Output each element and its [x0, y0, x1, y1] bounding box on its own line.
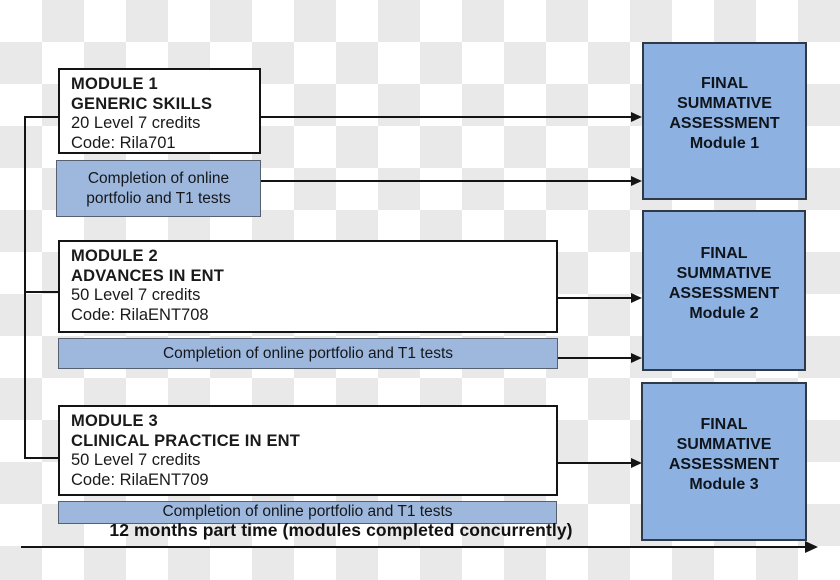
arrow-module-1-to-assessment-1 [261, 111, 642, 122]
assessment-1-line-4: Module 1 [689, 135, 760, 152]
module-1-credits: 20 Level 7 credits [71, 114, 201, 132]
timeline-arrow [21, 541, 818, 553]
assessment-1-line-1: FINAL [700, 75, 749, 92]
module-3-code: Code: RilaENT709 [71, 470, 209, 489]
assessment-2-line-3: ASSESSMENT [668, 284, 780, 302]
module-2-credits: 50 Level 7 credits [71, 286, 201, 304]
module-2-subtitle: ADVANCES IN ENT [71, 266, 225, 285]
arrow-module-2-to-assessment-2 [558, 292, 642, 303]
assessment-3-line-4: Module 3 [689, 475, 759, 493]
assessment-3-line-2: SUMMATIVE [676, 435, 772, 453]
module-3-subtitle: CLINICAL PRACTICE IN ENT [71, 431, 301, 450]
completion-bar-2: Completion of online portfolio and T1 te… [58, 338, 558, 369]
module-3-box: MODULE 3 CLINICAL PRACTICE IN ENT 50 Lev… [58, 405, 558, 496]
module-3-title: MODULE 3 [71, 412, 158, 430]
rail-stub-module-3 [24, 457, 59, 459]
assessment-2-box: FINAL SUMMATIVE ASSESSMENT Module 2 [642, 210, 806, 371]
assessment-3-line-3: ASSESSMENT [668, 455, 780, 473]
completion-bar-2-label: Completion of online portfolio and T1 te… [162, 344, 454, 362]
rail-stub-module-2 [24, 291, 59, 293]
module-1-box: MODULE 1 GENERIC SKILLS 20 Level 7 credi… [58, 68, 261, 154]
module-1-code: Code: Rila701 [71, 133, 176, 152]
timeline-label: 12 months part time (modules completed c… [109, 520, 573, 540]
assessment-1-line-2: SUMMATIVE [677, 95, 772, 112]
arrow-module-3-to-assessment-3 [558, 457, 642, 468]
module-1-title: MODULE 1 [71, 75, 158, 93]
completion-bar-1: Completion of online portfolio and T1 te… [56, 160, 261, 217]
arrow-completion-1-to-assessment-1 [261, 175, 642, 186]
assessment-2-line-2: SUMMATIVE [676, 264, 772, 282]
arrow-completion-2-to-assessment-2 [558, 352, 642, 363]
completion-bar-3-label: Completion of online portfolio and T1 te… [162, 503, 453, 520]
module-2-box: MODULE 2 ADVANCES IN ENT 50 Level 7 cred… [58, 240, 558, 333]
module-2-code: Code: RilaENT708 [71, 305, 209, 324]
module-2-title: MODULE 2 [71, 247, 158, 265]
assessment-3-line-1: FINAL [700, 415, 748, 433]
completion-bar-3: Completion of online portfolio and T1 te… [58, 501, 557, 524]
assessment-1-box: FINAL SUMMATIVE ASSESSMENT Module 1 [642, 42, 807, 200]
assessment-3-box: FINAL SUMMATIVE ASSESSMENT Module 3 [641, 382, 807, 541]
left-rail-line [24, 116, 26, 459]
rail-stub-module-1 [24, 116, 59, 118]
assessment-1-line-3: ASSESSMENT [669, 115, 780, 132]
assessment-2-line-4: Module 2 [689, 304, 759, 322]
assessment-2-line-1: FINAL [700, 244, 748, 262]
module-1-subtitle: GENERIC SKILLS [71, 94, 213, 113]
module-3-credits: 50 Level 7 credits [71, 451, 201, 469]
completion-bar-1-label: Completion of online portfolio and T1 te… [86, 169, 231, 207]
